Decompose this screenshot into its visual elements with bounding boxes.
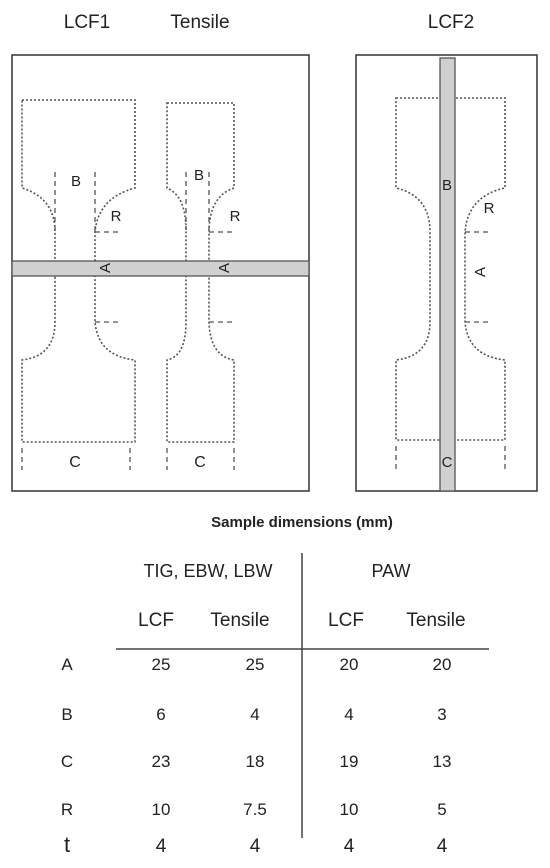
column-header-tensile-1: Tensile — [210, 610, 269, 631]
label-b-lcf2: B — [442, 177, 452, 194]
cell-t-tig-tensile: 4 — [250, 836, 261, 857]
label-a-tensile: A — [216, 263, 233, 273]
label-c-lcf2: C — [442, 454, 453, 471]
table-title: Sample dimensions (mm) — [211, 514, 393, 531]
cell-r-paw-tensile: 5 — [437, 800, 446, 819]
column-header-lcf-2: LCF — [328, 610, 364, 631]
cell-b-tig-tensile: 4 — [250, 705, 259, 724]
cell-a-paw-tensile: 20 — [433, 655, 452, 674]
row-label-a: A — [61, 655, 73, 674]
label-r-lcf1: R — [111, 208, 122, 225]
column-header-lcf-1: LCF — [138, 610, 174, 631]
cell-t-tig-lcf: 4 — [156, 836, 167, 857]
label-c-lcf1: C — [69, 454, 81, 471]
panel-title-lcf2: LCF2 — [428, 12, 474, 33]
cell-c-tig-lcf: 23 — [152, 752, 171, 771]
weld-strip-horizontal — [11, 260, 310, 277]
label-c-tensile: C — [194, 454, 206, 471]
cell-c-tig-tensile: 18 — [246, 752, 265, 771]
cell-t-paw-tensile: 4 — [437, 836, 448, 857]
label-a-lcf1: A — [97, 263, 114, 273]
label-a-lcf2: A — [472, 267, 489, 277]
column-header-tensile-2: Tensile — [406, 610, 465, 631]
dimension-lines-left — [21, 172, 235, 470]
label-r-lcf2: R — [484, 200, 495, 217]
label-b-lcf1: B — [71, 173, 81, 190]
row-label-c: C — [61, 752, 73, 771]
panel-title-tensile: Tensile — [170, 12, 229, 33]
cell-c-paw-lcf: 19 — [340, 752, 359, 771]
panel-title-lcf1: LCF1 — [64, 12, 110, 33]
cell-b-paw-tensile: 3 — [437, 705, 446, 724]
cell-a-tig-tensile: 25 — [246, 655, 265, 674]
row-label-t: t — [64, 832, 70, 857]
label-r-tensile: R — [230, 208, 241, 225]
label-b-tensile: B — [194, 167, 204, 184]
cell-r-tig-lcf: 10 — [152, 800, 171, 819]
row-label-b: B — [61, 705, 72, 724]
cell-c-paw-tensile: 13 — [433, 752, 452, 771]
cell-b-tig-lcf: 6 — [156, 705, 165, 724]
weld-strip-vertical — [439, 57, 456, 492]
group-header-tig-ebw-lbw: TIG, EBW, LBW — [143, 561, 272, 581]
cell-t-paw-lcf: 4 — [344, 836, 355, 857]
cell-r-tig-tensile: 7.5 — [243, 800, 267, 819]
cell-a-tig-lcf: 25 — [152, 655, 171, 674]
cell-r-paw-lcf: 10 — [340, 800, 359, 819]
lcf2-specimen-outline — [395, 97, 506, 441]
dimension-lines-right — [395, 231, 506, 470]
row-label-r: R — [61, 800, 73, 819]
cell-b-paw-lcf: 4 — [344, 705, 353, 724]
group-header-paw: PAW — [372, 561, 411, 581]
cell-a-paw-lcf: 20 — [340, 655, 359, 674]
